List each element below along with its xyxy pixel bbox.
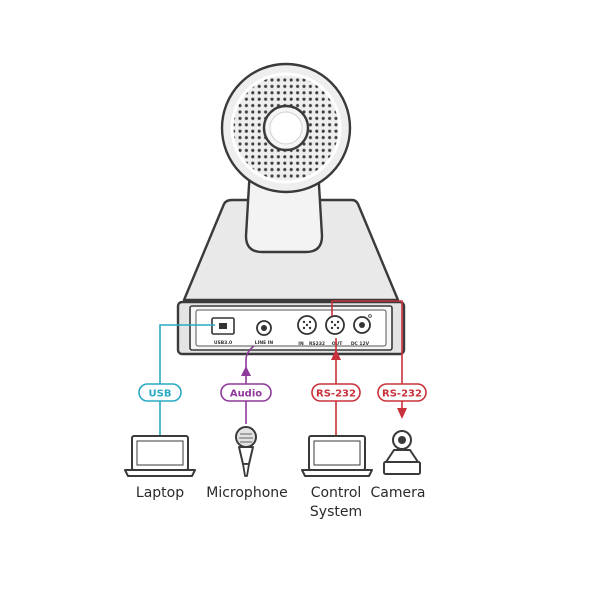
dc-port-label: DC 12V [351,341,370,347]
rs232-out-arrow [397,408,407,419]
control-system-caption-line1: Control [311,485,362,501]
laptop-icon [124,435,196,477]
usb-tag-label: USB [149,389,172,400]
camera-icon [383,430,421,475]
rs232-in-arrow [331,349,341,360]
laptop-caption: Laptop [136,485,184,501]
usb-tag: USB [138,383,182,402]
ptz-camera-icon: USB3.0 LINE IN IN RS232 OUT [176,62,406,356]
audio-tag-label: Audio [230,389,262,400]
rs232-in-port[interactable] [297,315,317,335]
line-in-port-label: LINE IN [255,340,274,346]
microphone-icon [235,426,257,477]
usb-port-label: USB3.0 [214,340,232,346]
line-in-port[interactable] [256,320,272,336]
rs232-in-tag: RS-232 [311,383,361,402]
rs232-out-tag: RS-232 [377,383,427,402]
rs232-out-port[interactable] [325,315,345,335]
rs232-out-tag-label: RS-232 [382,389,422,400]
in-port-label: IN [298,341,304,347]
out-port-label: OUT [332,341,343,347]
rs232-port-label: RS232 [309,341,325,347]
audio-arrow [241,366,251,376]
dc-power-port[interactable] [353,314,372,334]
control-system-laptop-icon [301,435,373,477]
audio-tag: Audio [220,383,272,402]
camera-caption: Camera [371,485,426,501]
usb-port[interactable] [211,317,235,335]
microphone-caption: Microphone [206,485,288,501]
rs232-out-cable [331,300,403,412]
control-system-caption-line2: System [310,504,362,520]
rs232-in-tag-label: RS-232 [316,389,356,400]
